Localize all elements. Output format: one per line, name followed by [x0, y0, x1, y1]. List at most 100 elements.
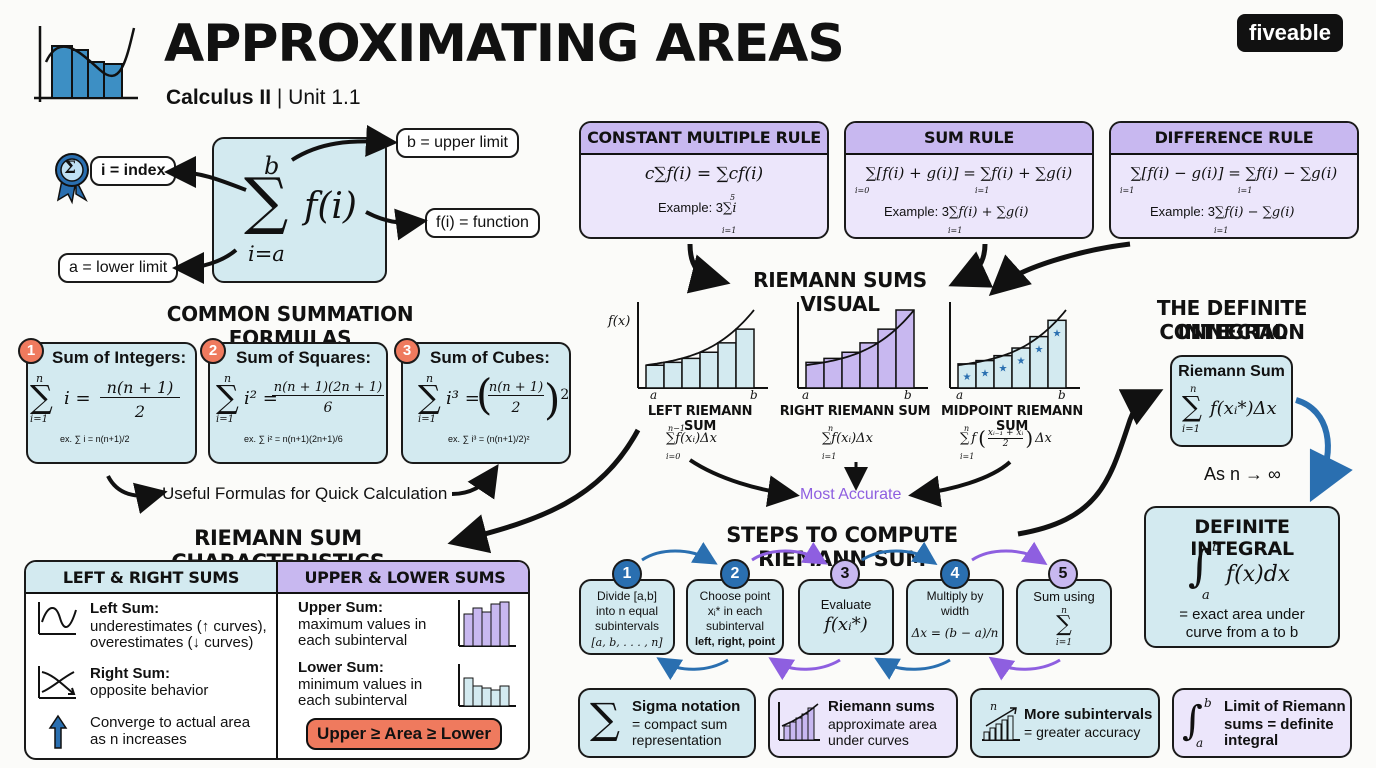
- formula-lhs-text: i: [64, 388, 70, 409]
- sum-symbol: ∑: [30, 378, 53, 416]
- formula-example: ex. ∑ i = n(n+1)/2: [60, 434, 130, 444]
- star-icon: ★: [963, 372, 972, 383]
- brand-logo[interactable]: fiveable: [1237, 14, 1343, 52]
- integral-icon: ∫: [1182, 698, 1203, 744]
- example-lower: i=1: [948, 226, 963, 235]
- mid-sum-lower: i=1: [960, 452, 975, 461]
- formula-number: 2: [200, 338, 226, 364]
- formula-lhs-text: i³: [446, 388, 459, 409]
- index-badge-icon: Σ: [52, 152, 92, 205]
- converge-text-1: Converge to actual area: [90, 714, 251, 731]
- sigma-function: f(i): [304, 186, 357, 227]
- formulas-title: COMMON SUMMATION FORMULAS: [166, 302, 414, 350]
- integral-desc-2: curve from a to b: [1185, 624, 1299, 641]
- example-body: f(i) + ∑g(i): [958, 205, 1029, 220]
- summary-desc-2: representation: [632, 732, 722, 748]
- index-badge-sigma: Σ: [64, 158, 77, 178]
- page-title: APPROXIMATING AREAS: [164, 14, 845, 74]
- step-line-1: Sum using: [1033, 589, 1095, 604]
- lower-bars-icon: [458, 664, 516, 707]
- riemann-visual-title: RIEMANN SUMS VISUAL: [753, 268, 927, 316]
- example-lower: i=1: [722, 226, 737, 235]
- formula-lhs: i³ =: [446, 388, 480, 409]
- summary-card-limit: [1172, 688, 1352, 758]
- example-prefix: Example: 3: [884, 204, 950, 219]
- mid-sum-upper: n: [964, 424, 970, 433]
- summary-desc-1: approximate area: [828, 716, 937, 732]
- left-sum-title: Left Sum:: [90, 600, 160, 617]
- mid-sum-pre: f: [971, 430, 977, 446]
- wave-icon: [38, 602, 77, 635]
- left-b: b: [750, 388, 758, 402]
- step-number: 2: [720, 559, 750, 589]
- step-line-1: Divide [a,b]: [596, 589, 658, 603]
- summary-desc-1: sums = definite: [1224, 716, 1334, 733]
- upper-limit-label: b = upper limit: [396, 128, 519, 158]
- bar-chart-icon: [778, 702, 820, 741]
- formula-example: ex. ∑ i² = n(n+1)(2n+1)/6: [244, 434, 343, 444]
- step-math: [a, b, . . . , n]: [591, 636, 663, 649]
- step-number: 4: [940, 559, 970, 589]
- limit-icon-upper: b: [1204, 696, 1212, 710]
- summary-desc-1: = greater accuracy: [1024, 724, 1141, 740]
- riemann-sum-label: Riemann Sum: [1178, 363, 1285, 380]
- characteristics-table: LEFT & RIGHT SUMS UPPER & LOWER SUMS: [24, 560, 530, 760]
- star-icon: ★: [1017, 356, 1026, 367]
- formula-title: Sum of Cubes:: [430, 348, 550, 367]
- step-math: Δx = (b − a)/n: [911, 626, 999, 640]
- star-icon: ★: [1035, 345, 1044, 356]
- step-lower: i=1: [1055, 638, 1073, 648]
- right-riemann-label: RIGHT RIEMANN SUM: [779, 404, 931, 419]
- integral-symbol: ∫: [1188, 541, 1211, 592]
- rule-example: Example: 3∑i: [658, 200, 737, 216]
- mid-a: a: [956, 388, 964, 402]
- left-sum-lower: i=0: [666, 452, 681, 461]
- inequality-badge: Upper ≥ Area ≥ Lower: [306, 718, 502, 750]
- riemann-bar: [895, 309, 915, 389]
- right-sum-formula: ∑f(xᵢ)Δx: [822, 431, 873, 446]
- course-subtitle: Calculus II | Unit 1.1: [166, 86, 361, 110]
- left-riemann-label: LEFT RIEMANN SUM: [647, 404, 753, 434]
- growth-chart-icon: [982, 707, 1020, 741]
- riemann-sum-body: f(xᵢ*)Δx: [1210, 398, 1277, 419]
- formula-title: Sum of Squares:: [236, 348, 372, 367]
- sigma-icon: ∑: [590, 694, 620, 743]
- right-sum-lower: i=1: [822, 452, 837, 461]
- converge-text-2: as n increases: [90, 731, 187, 748]
- step-line-2: width: [940, 604, 969, 618]
- left-sum-desc-2: overestimates (↓ curves): [90, 634, 254, 651]
- summary-title: Sigma notation: [632, 698, 741, 715]
- crossing-curves-icon: [38, 666, 76, 699]
- definite-title-line1: THE DEFINITE INTEGRAL: [1156, 296, 1308, 344]
- header-logo-chart-icon: [34, 26, 138, 102]
- paren-close: )2: [544, 375, 570, 424]
- step-number: 1: [612, 559, 642, 589]
- formula-number: 3: [394, 338, 420, 364]
- example-prefix: Example: 3: [1150, 204, 1216, 219]
- right-sum-title: Right Sum:: [90, 665, 170, 682]
- formula-lhs-text: i²: [244, 388, 257, 409]
- curve: [805, 309, 915, 367]
- rule-title: SUM RULE: [846, 123, 1092, 155]
- left-a: a: [650, 388, 658, 402]
- formula-rhs-den: 2: [134, 402, 146, 421]
- sum-lower: i=1: [216, 414, 234, 425]
- left-sum-desc-1: underestimates (↑ curves),: [90, 618, 267, 635]
- step-line-1: Multiply by: [926, 589, 984, 603]
- mid-frac-den: 2: [1002, 438, 1009, 449]
- rule-title: CONSTANT MULTIPLE RULE: [581, 123, 827, 155]
- upper-sum-desc-1: maximum values in: [298, 616, 427, 633]
- formula-example: ex. ∑ i³ = (n(n+1)/2)²: [448, 434, 530, 444]
- left-sum-upper: n−1: [668, 424, 685, 433]
- sum-upper: n: [224, 372, 232, 385]
- step-upper: n: [1061, 606, 1067, 616]
- midpoint-riemann-label: MIDPOINT RIEMANN SUM: [941, 404, 1083, 434]
- lower-sum-title: Lower Sum:: [298, 659, 384, 676]
- formula-lower-1: i=0: [855, 186, 870, 195]
- paren-open: (: [476, 370, 493, 419]
- summary-title: Limit of Riemann: [1224, 698, 1346, 715]
- upper-bars-icon: [458, 600, 516, 647]
- definite-title-line2: CONNECTION: [1159, 320, 1305, 344]
- formula-rhs-num: n(n + 1): [488, 380, 544, 396]
